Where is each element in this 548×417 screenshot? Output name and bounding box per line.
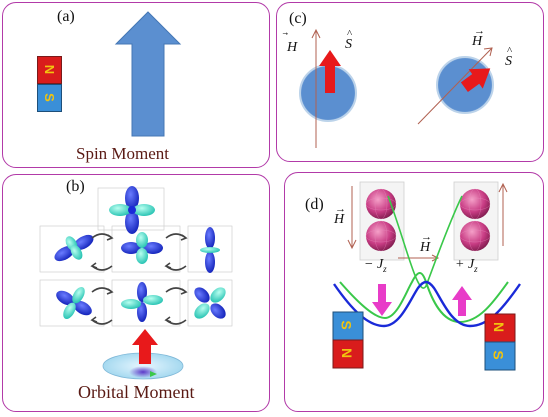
panel-a-label: (a) [57, 8, 75, 25]
spin-arrow-right [460, 68, 491, 93]
d-orbital-icon [365, 188, 491, 252]
up-arrow-icon [114, 11, 182, 137]
d-orbital-icon [194, 287, 226, 319]
panel-d-label: (d) [305, 196, 324, 213]
bar-magnet-icon [484, 313, 516, 371]
field-symbol-right: →H [472, 25, 485, 49]
d-orbital-icon [54, 234, 94, 262]
magnet-south-pole: S [37, 84, 62, 112]
magnet-d-right-north: N [491, 321, 508, 333]
field-line-right [417, 47, 493, 125]
magnet-d-left-south: S [338, 320, 355, 330]
spin-symbol-left: ^S [345, 28, 353, 52]
spin-symbol-right: ^S [505, 45, 513, 69]
d-orbital-icon [109, 186, 155, 234]
bar-magnet-icon [332, 311, 364, 369]
bar-magnet-icon: N S [37, 56, 62, 112]
spin-arrow-left [319, 50, 341, 93]
magenta-arrow-up [452, 286, 472, 316]
field-symbol-d-center: →H [420, 231, 432, 255]
magnet-north-pole: N [37, 56, 62, 84]
energy-curve-blue [333, 280, 521, 328]
minus-jz-label: − Jz [364, 257, 387, 274]
field-symbol-d-left: →H [334, 203, 346, 227]
curved-rotation-arrow-icon [90, 233, 188, 325]
magnet-d-right-south: S [490, 350, 507, 360]
plus-jz-label: + Jz [455, 257, 478, 274]
magnet-d-left-north: N [339, 347, 356, 359]
panel-a-caption: Spin Moment [76, 144, 170, 163]
d-orbital-icon [200, 227, 220, 273]
d-orbital-icon [121, 232, 163, 264]
d-orbital-icon [121, 282, 163, 322]
energy-curve-green [339, 272, 509, 324]
panel-c-label: (c) [289, 10, 307, 27]
panel-b-label: (b) [66, 178, 85, 195]
magenta-arrow-down [372, 284, 392, 316]
panel-b-caption: Orbital Moment [78, 382, 195, 402]
energy-curve-green-cross [387, 195, 463, 289]
orbit-direction-marker [150, 371, 157, 377]
d-orbital-icon [56, 287, 92, 319]
orbital-moment-arrow [132, 329, 158, 364]
field-symbol-left: ⃗H [287, 40, 298, 55]
